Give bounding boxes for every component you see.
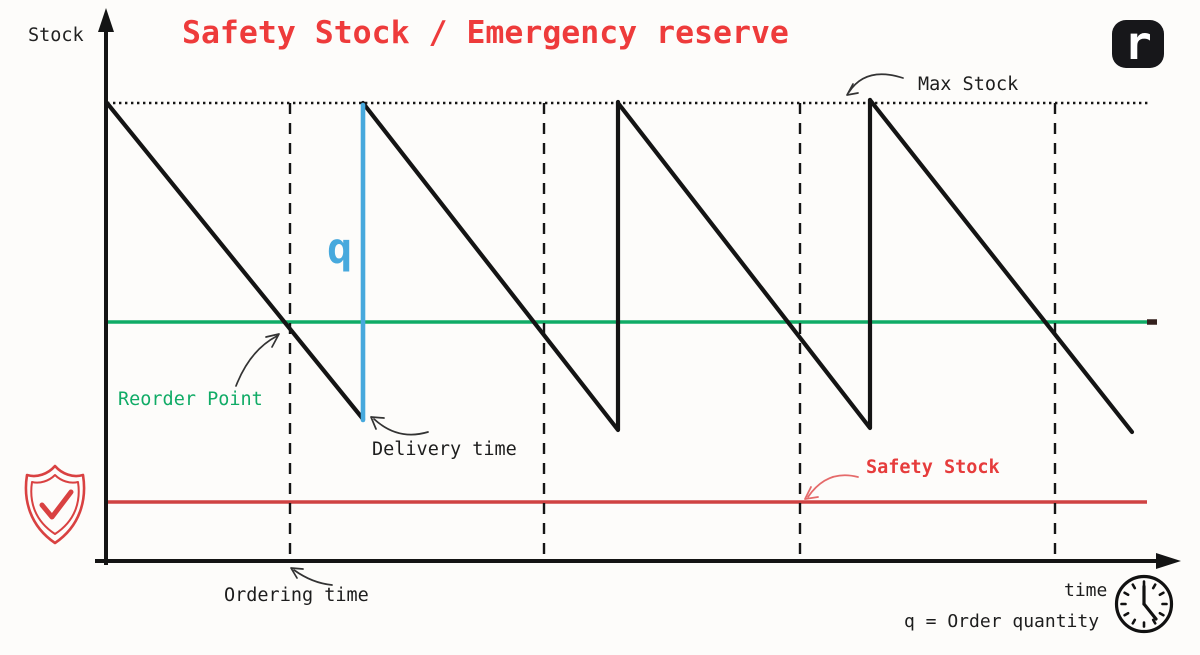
x-axis-label: time [1064,580,1107,601]
order-quantity-legend: q = Order quantity [904,611,1099,632]
clock-icon [1114,574,1174,634]
check-icon [39,489,74,520]
x-axis [95,553,1181,569]
reorder-point-label: Reorder Point [118,389,263,410]
y-axis [98,8,114,565]
delivery-time-label: Delivery time [372,439,517,460]
stock-sawtooth [104,97,1135,435]
delivery-time-arrow [373,418,429,436]
order-quantity-symbol: q [327,224,352,273]
max-stock-arrow [848,73,904,93]
reorder-point-arrow [235,335,278,387]
ordering-time-label: Ordering time [224,585,369,606]
max-stock-label: Max Stock [918,74,1018,95]
safety-stock-arrow [807,474,859,498]
shield-check-icon [24,464,86,545]
max-stock-arrowhead [846,83,859,96]
x-axis-arrowhead [1156,553,1181,569]
page-title: Safety Stock / Emergency reserve [182,15,789,51]
safety-stock-label: Safety Stock [866,457,1000,478]
y-axis-label: Stock [28,25,84,46]
ordering-time-arrow [293,569,333,586]
y-axis-arrowhead [98,8,114,32]
clock-hour-hand [1142,602,1158,621]
reorder-point-arrowhead [265,333,280,348]
brand-logo-letter: r [1124,16,1152,70]
ordering-time-arrowhead [290,567,304,579]
delivery-time-arrowhead [370,416,385,430]
safety-stock-arrowhead [804,486,819,500]
brand-logo: r [1112,16,1164,70]
clock-tick-marks [1120,580,1168,628]
